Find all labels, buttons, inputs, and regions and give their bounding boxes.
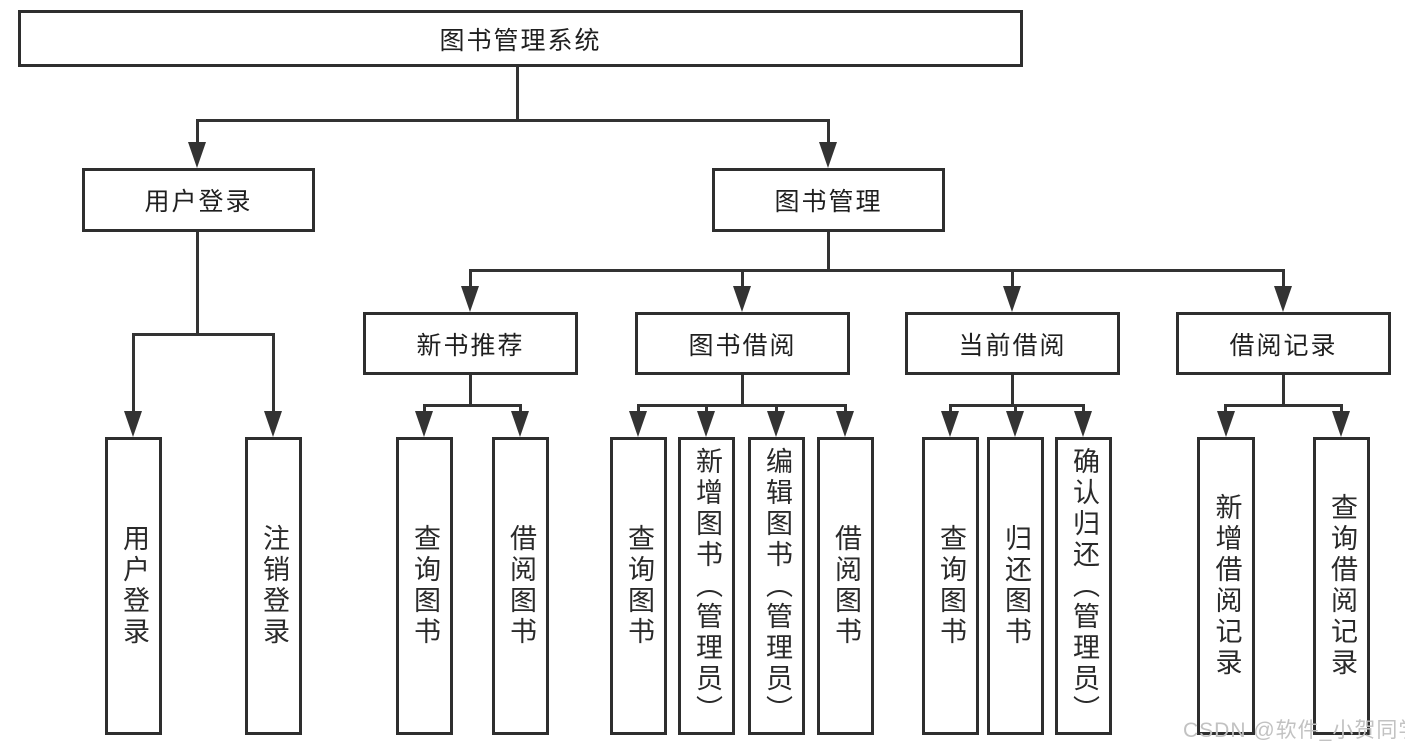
- node-leaf-query-books-borrow: 查询图书: [610, 437, 667, 735]
- connector-drop-current: [1011, 269, 1014, 289]
- node-label: 图书管理: [774, 188, 883, 216]
- arrow-down-icon: [941, 411, 959, 437]
- node-label: 查询图书: [936, 524, 966, 648]
- node-leaf-borrow-books-recommend: 借阅图书: [492, 437, 549, 735]
- arrow-down-icon: [1003, 286, 1021, 312]
- node-leaf-query-books-recommend: 查询图书: [396, 437, 453, 735]
- node-leaf-borrow-books: 借阅图书: [817, 437, 874, 735]
- arrow-down-icon: [1006, 411, 1024, 437]
- node-label: 归还图书: [1001, 524, 1031, 648]
- connector-drop-leaf: [1014, 404, 1017, 414]
- node-leaf-logout: 注销登录: [245, 437, 302, 735]
- node-label: 用户登录: [144, 188, 253, 216]
- connector-drop-leaf: [272, 333, 275, 413]
- arrow-down-icon: [461, 286, 479, 312]
- connector-drop-user-login: [196, 119, 199, 145]
- arrow-down-icon: [124, 411, 142, 437]
- connector-drop-borrow: [741, 269, 744, 289]
- node-label: 查询图书: [410, 524, 440, 648]
- node-current-borrow: 当前借阅: [905, 312, 1120, 375]
- connector-drop-leaf: [775, 404, 778, 414]
- node-book-borrow: 图书借阅: [635, 312, 850, 375]
- arrow-down-icon: [1217, 411, 1235, 437]
- arrow-down-icon: [188, 142, 206, 168]
- arrow-down-icon: [1332, 411, 1350, 437]
- connector-drop-leaf: [1082, 404, 1085, 414]
- connector-drop-leaf: [844, 404, 847, 414]
- node-label: 编辑图书（管理员）: [762, 446, 792, 726]
- connector-recommend-rail: [424, 404, 522, 407]
- watermark-text: CSDN @软件_小贺同学: [1183, 719, 1405, 742]
- node-label: 借阅图书: [506, 524, 536, 648]
- connector-book-mgmt-rail: [470, 269, 1285, 272]
- node-label: 用户登录: [119, 524, 149, 648]
- node-label: 借阅记录: [1229, 331, 1338, 360]
- connector-drop-book-mgmt: [827, 119, 830, 145]
- node-leaf-user-login: 用户登录: [105, 437, 162, 735]
- connector-borrow-stub: [741, 375, 744, 407]
- arrow-down-icon: [511, 411, 529, 437]
- node-label: 查询借阅记录: [1327, 493, 1357, 679]
- node-label: 图书管理系统: [439, 26, 602, 55]
- node-label: 查询图书: [624, 524, 654, 648]
- connector-drop-leaf: [132, 333, 135, 413]
- connector-drop-recommend: [469, 269, 472, 289]
- arrow-down-icon: [836, 411, 854, 437]
- node-new-book-recommend: 新书推荐: [363, 312, 578, 375]
- arrow-down-icon: [767, 411, 785, 437]
- node-label: 新增借阅记录: [1211, 493, 1242, 679]
- arrow-down-icon: [819, 142, 837, 168]
- node-leaf-query-books-current: 查询图书: [922, 437, 979, 735]
- arrow-down-icon: [1074, 411, 1092, 437]
- connector-records-stub: [1282, 375, 1285, 407]
- connector-borrow-rail: [638, 404, 847, 407]
- connector-drop-leaf: [1224, 404, 1227, 414]
- arrow-down-icon: [415, 411, 433, 437]
- connector-recommend-stub: [469, 375, 472, 407]
- node-leaf-confirm-return-admin: 确认归还（管理员）: [1055, 437, 1112, 735]
- arrow-down-icon: [1274, 286, 1292, 312]
- node-label: 确认归还（管理员）: [1069, 446, 1099, 726]
- node-root-system: 图书管理系统: [18, 10, 1023, 67]
- node-label: 图书借阅: [688, 331, 797, 360]
- arrow-down-icon: [629, 411, 647, 437]
- node-label: 新增图书（管理员）: [692, 446, 722, 726]
- node-book-mgmt-module: 图书管理: [712, 168, 945, 232]
- connector-user-login-stub: [196, 232, 199, 336]
- node-borrow-records: 借阅记录: [1176, 312, 1391, 375]
- node-label: 新书推荐: [416, 331, 525, 360]
- connector-current-rail: [950, 404, 1085, 407]
- node-leaf-add-books-admin: 新增图书（管理员）: [678, 437, 735, 735]
- connector-drop-leaf: [949, 404, 952, 414]
- connector-drop-leaf: [519, 404, 522, 414]
- node-user-login-module: 用户登录: [82, 168, 315, 232]
- node-leaf-return-books: 归还图书: [987, 437, 1044, 735]
- arrow-down-icon: [264, 411, 282, 437]
- node-leaf-edit-books-admin: 编辑图书（管理员）: [748, 437, 805, 735]
- node-label: 当前借阅: [958, 331, 1067, 360]
- node-leaf-add-borrow-record: 新增借阅记录: [1197, 437, 1255, 735]
- connector-root-stub: [516, 67, 519, 121]
- connector-drop-leaf: [705, 404, 708, 414]
- node-leaf-query-borrow-record: 查询借阅记录: [1313, 437, 1370, 735]
- connector-user-login-rail: [132, 333, 274, 336]
- arrow-down-icon: [733, 286, 751, 312]
- node-label: 注销登录: [259, 524, 289, 648]
- connector-records-rail: [1225, 404, 1342, 407]
- connector-drop-records: [1282, 269, 1285, 289]
- node-label: 借阅图书: [831, 524, 861, 648]
- connector-current-stub: [1011, 375, 1014, 407]
- connector-root-rail: [197, 119, 830, 122]
- connector-drop-leaf: [1340, 404, 1343, 414]
- arrow-down-icon: [697, 411, 715, 437]
- connector-drop-leaf: [423, 404, 426, 414]
- connector-book-mgmt-stub: [827, 232, 830, 272]
- connector-drop-leaf: [637, 404, 640, 414]
